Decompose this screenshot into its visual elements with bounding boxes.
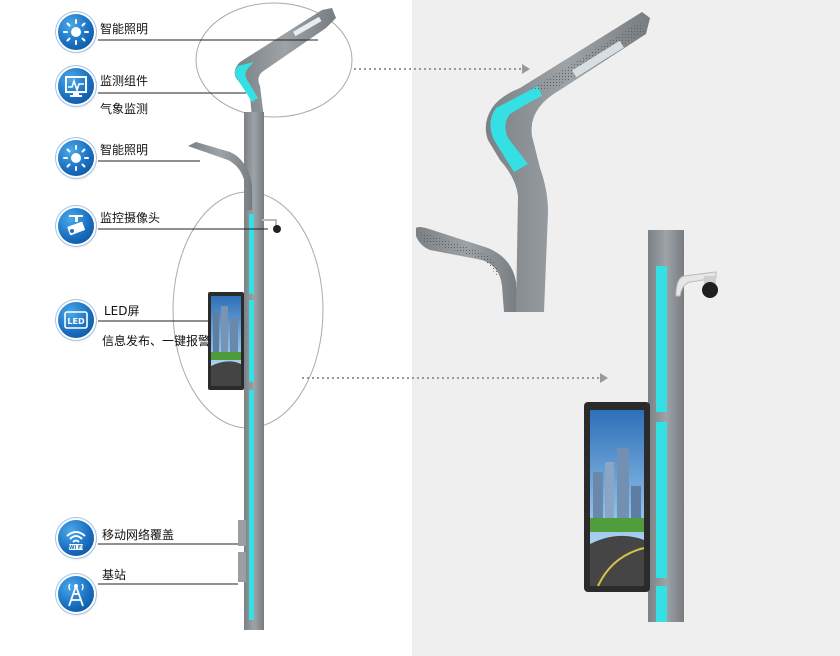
- wifi-icon: Wi Fi: [58, 520, 94, 556]
- arrow-middle-head: [600, 373, 608, 383]
- base-module-1: [238, 520, 246, 546]
- zoomed-lamp-detail: [416, 12, 650, 312]
- label-smart-lighting-top: 智能照明: [100, 22, 149, 36]
- zoom-screen-road-line: [597, 547, 645, 587]
- main-lamp-arm: [234, 8, 336, 118]
- callout-ellipse-top: [195, 2, 353, 118]
- label-surveillance-camera: 监控摄像头: [100, 211, 161, 225]
- camera-icon: [58, 208, 94, 244]
- shaft-led-strip-3: [249, 390, 254, 620]
- zoom-secondary-arm: [416, 227, 518, 312]
- pointer-arrows: [302, 64, 608, 383]
- label-monitoring-components: 监测组件: [100, 74, 149, 88]
- zoom-arm-led-strip: [490, 86, 542, 172]
- zoom-main-arm: [485, 12, 650, 312]
- zoom-camera-mount: [704, 276, 716, 284]
- leader-lines: [98, 39, 318, 585]
- zoom-screen-building: [605, 462, 614, 522]
- zoom-secondary-lens: [420, 232, 498, 276]
- full-pole: [172, 2, 353, 630]
- label-base-station: 基站: [102, 568, 127, 582]
- sun-icon: [58, 140, 94, 176]
- monitor-icon: [58, 68, 94, 104]
- screen-building: [230, 318, 238, 356]
- arm-led-strip: [235, 62, 258, 102]
- secondary-lamp-arm: [188, 142, 252, 210]
- tower-icon: [58, 576, 94, 612]
- base-module-2: [238, 552, 246, 582]
- zoom-lamp-surface: [530, 22, 644, 90]
- zoom-screen-building: [631, 486, 641, 522]
- zoom-screen-building: [593, 472, 603, 522]
- zoom-led-strip-3: [656, 586, 667, 622]
- label-mobile-coverage: 移动网络覆盖: [102, 528, 175, 542]
- zoom-screen-building: [617, 448, 629, 522]
- label-info-alarm: 信息发布、一键报警: [102, 334, 211, 348]
- camera-dome: [273, 225, 281, 233]
- svg-text:Wi Fi: Wi Fi: [69, 545, 83, 551]
- arrow-top-head: [522, 64, 530, 74]
- svg-text:LED: LED: [67, 317, 85, 326]
- screen-building: [213, 312, 219, 356]
- led-icon: LED: [58, 302, 94, 338]
- zoom-screen-grass: [590, 518, 644, 532]
- camera-bracket: [262, 219, 277, 226]
- label-smart-lighting-secondary: 智能照明: [100, 143, 149, 157]
- zoom-lamp-lights: [572, 40, 624, 78]
- zoom-led-strip-2: [656, 422, 667, 578]
- shaft-led-strip-1: [249, 214, 254, 294]
- sun-icon: [58, 14, 94, 50]
- zoom-led-strip-1: [656, 266, 667, 412]
- screen-road: [211, 361, 241, 386]
- label-led-screen: LED屏: [104, 304, 140, 318]
- screen-building: [221, 306, 228, 356]
- lamp-head-lights: [293, 16, 322, 37]
- shaft-led-strip-2: [249, 300, 254, 382]
- zoom-camera-dome: [702, 282, 718, 298]
- label-weather-monitoring: 气象监测: [100, 102, 149, 116]
- zoomed-shaft-detail: [584, 230, 718, 622]
- screen-grass: [211, 352, 241, 360]
